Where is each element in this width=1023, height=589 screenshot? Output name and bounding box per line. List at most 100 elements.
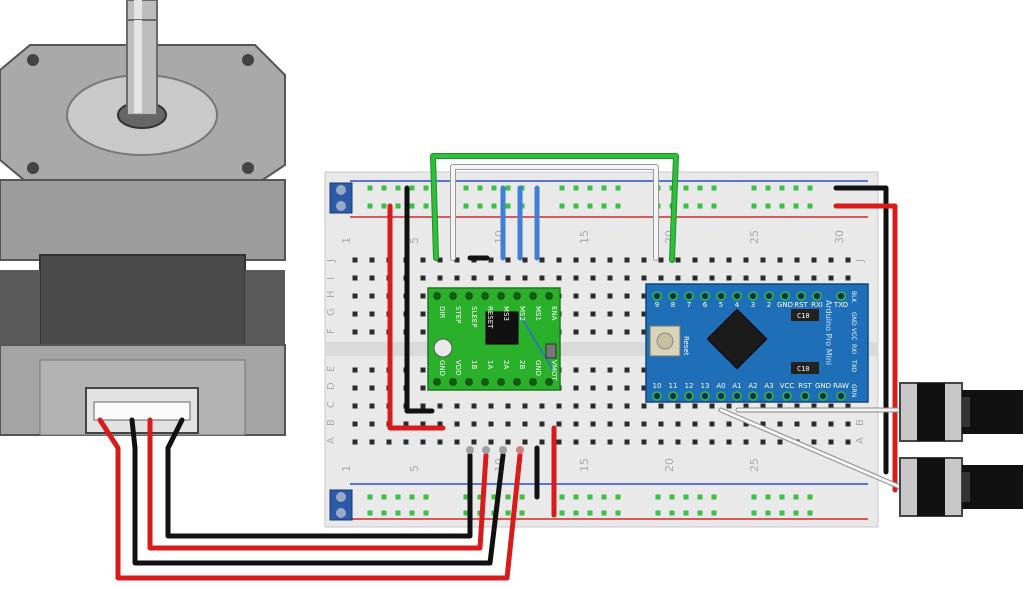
breadboard-hole (423, 494, 429, 500)
driver-bottom-pin-labels: GND VDD 1B 1A 2A 2B GND VMOT (438, 360, 558, 381)
breadboard-hole (709, 275, 715, 281)
breadboard-hole (352, 293, 358, 299)
breadboard-hole (381, 203, 387, 209)
driver-pin-label: MS3 (502, 306, 510, 321)
breadboard-hole (454, 403, 460, 409)
row-letter: J (855, 259, 866, 263)
row-letters: J I H G F E D C B A J A B (326, 259, 866, 444)
breadboard-hole (420, 293, 426, 299)
arduino-pin-label: 9 (655, 301, 659, 309)
breadboard-hole (590, 403, 596, 409)
arduino-pin-label: A1 (732, 382, 741, 390)
col-number: 25 (748, 458, 761, 472)
motor-wire-red (147, 417, 489, 551)
breadboard-hole (807, 494, 813, 500)
wire-red (387, 203, 446, 431)
col-number: 15 (578, 458, 591, 472)
breadboard-hole (692, 403, 698, 409)
potentiometer (899, 457, 1023, 517)
breadboard-hole (692, 421, 698, 427)
breadboard-hole (559, 494, 565, 500)
breadboard-hole (777, 439, 783, 445)
arduino-side-labels: BLK GND VCC RXI TXO GRN (850, 291, 857, 397)
driver-top-pin-labels: DIR STEP SLEEP RESET MS3 MS2 MS1 ENA (438, 306, 558, 329)
breadboard-hole (675, 421, 681, 427)
breadboard-hole (454, 421, 460, 427)
breadboard-hole (420, 311, 426, 317)
breadboard-hole (491, 203, 497, 209)
breadboard-hole (811, 421, 817, 427)
col-number: 25 (748, 230, 761, 244)
breadboard-hole (590, 421, 596, 427)
capacitor (791, 309, 819, 321)
breadboard-hole (471, 275, 477, 281)
breadboard-hole (573, 203, 579, 209)
breadboard-hole (641, 439, 647, 445)
row-letter: J (326, 259, 337, 263)
breadboard-hole (726, 421, 732, 427)
breadboard-hole (711, 203, 717, 209)
breadboard-hole (711, 494, 717, 500)
breadboard-hole (751, 185, 757, 191)
arduino-pin-label: 6 (703, 301, 708, 309)
motor-screw-hole (242, 54, 254, 66)
stepper-driver-board: DIR STEP SLEEP RESET MS3 MS2 MS1 ENA GND… (427, 287, 561, 391)
breadboard-hole (845, 439, 851, 445)
breadboard-hole (519, 510, 525, 516)
driver-pin-label: MS2 (518, 306, 526, 321)
breadboard-hole (641, 385, 647, 391)
breadboard-hole (692, 439, 698, 445)
breadboard-hole (505, 510, 511, 516)
breadboard-hole (794, 421, 800, 427)
breadboard-hole (697, 185, 703, 191)
breadboard-hole (658, 439, 664, 445)
breadboard-hole (845, 403, 851, 409)
breadboard-hole (624, 385, 630, 391)
breadboard-hole (658, 421, 664, 427)
breadboard-hole (352, 257, 358, 263)
breadboard-hole (423, 510, 429, 516)
breadboard-hole (765, 494, 771, 500)
breadboard-hole (423, 185, 429, 191)
col-number: 1 (340, 237, 353, 244)
breadboard-hole (573, 367, 579, 373)
breadboard-hole (683, 185, 689, 191)
breadboard-hole (395, 203, 401, 209)
breadboard-hole (471, 403, 477, 409)
breadboard-hole (590, 329, 596, 335)
breadboard-hole (709, 257, 715, 263)
breadboard-hole (743, 439, 749, 445)
driver-potentiometer (433, 338, 453, 358)
breadboard-hole (573, 439, 579, 445)
breadboard-hole (352, 311, 358, 317)
arduino-pin-label: GND (777, 301, 793, 309)
breadboard-hole (559, 185, 565, 191)
breadboard-hole (692, 275, 698, 281)
arduino-pin-label: RXI (811, 301, 823, 309)
breadboard-hole (624, 367, 630, 373)
breadboard-hole (777, 421, 783, 427)
breadboard-hole (367, 203, 373, 209)
arduino-pin-label: RST (798, 382, 812, 390)
arduino-pin-label: 3 (751, 301, 755, 309)
breadboard-hole (463, 203, 469, 209)
breadboard-hole (352, 403, 358, 409)
arduino-pin-label: 10 (653, 382, 662, 390)
breadboard-hole (751, 494, 757, 500)
driver-pin-label: GND (438, 360, 446, 376)
arduino-pin-label: VCC (780, 382, 795, 390)
breadboard-hole (669, 510, 675, 516)
breadboard-hole (590, 293, 596, 299)
breadboard-hole (765, 510, 771, 516)
driver-pin-label: 1A (486, 360, 494, 369)
breadboard-hole (601, 203, 607, 209)
breadboard-hole (675, 275, 681, 281)
breadboard-hole (409, 185, 415, 191)
reset-label: Reset (682, 336, 690, 356)
breadboard-hole (794, 275, 800, 281)
breadboard-hole (420, 329, 426, 335)
breadboard-hole (709, 403, 715, 409)
breadboard-hole (519, 494, 525, 500)
breadboard-hole (683, 203, 689, 209)
driver-pin-label: RESET (486, 306, 494, 329)
